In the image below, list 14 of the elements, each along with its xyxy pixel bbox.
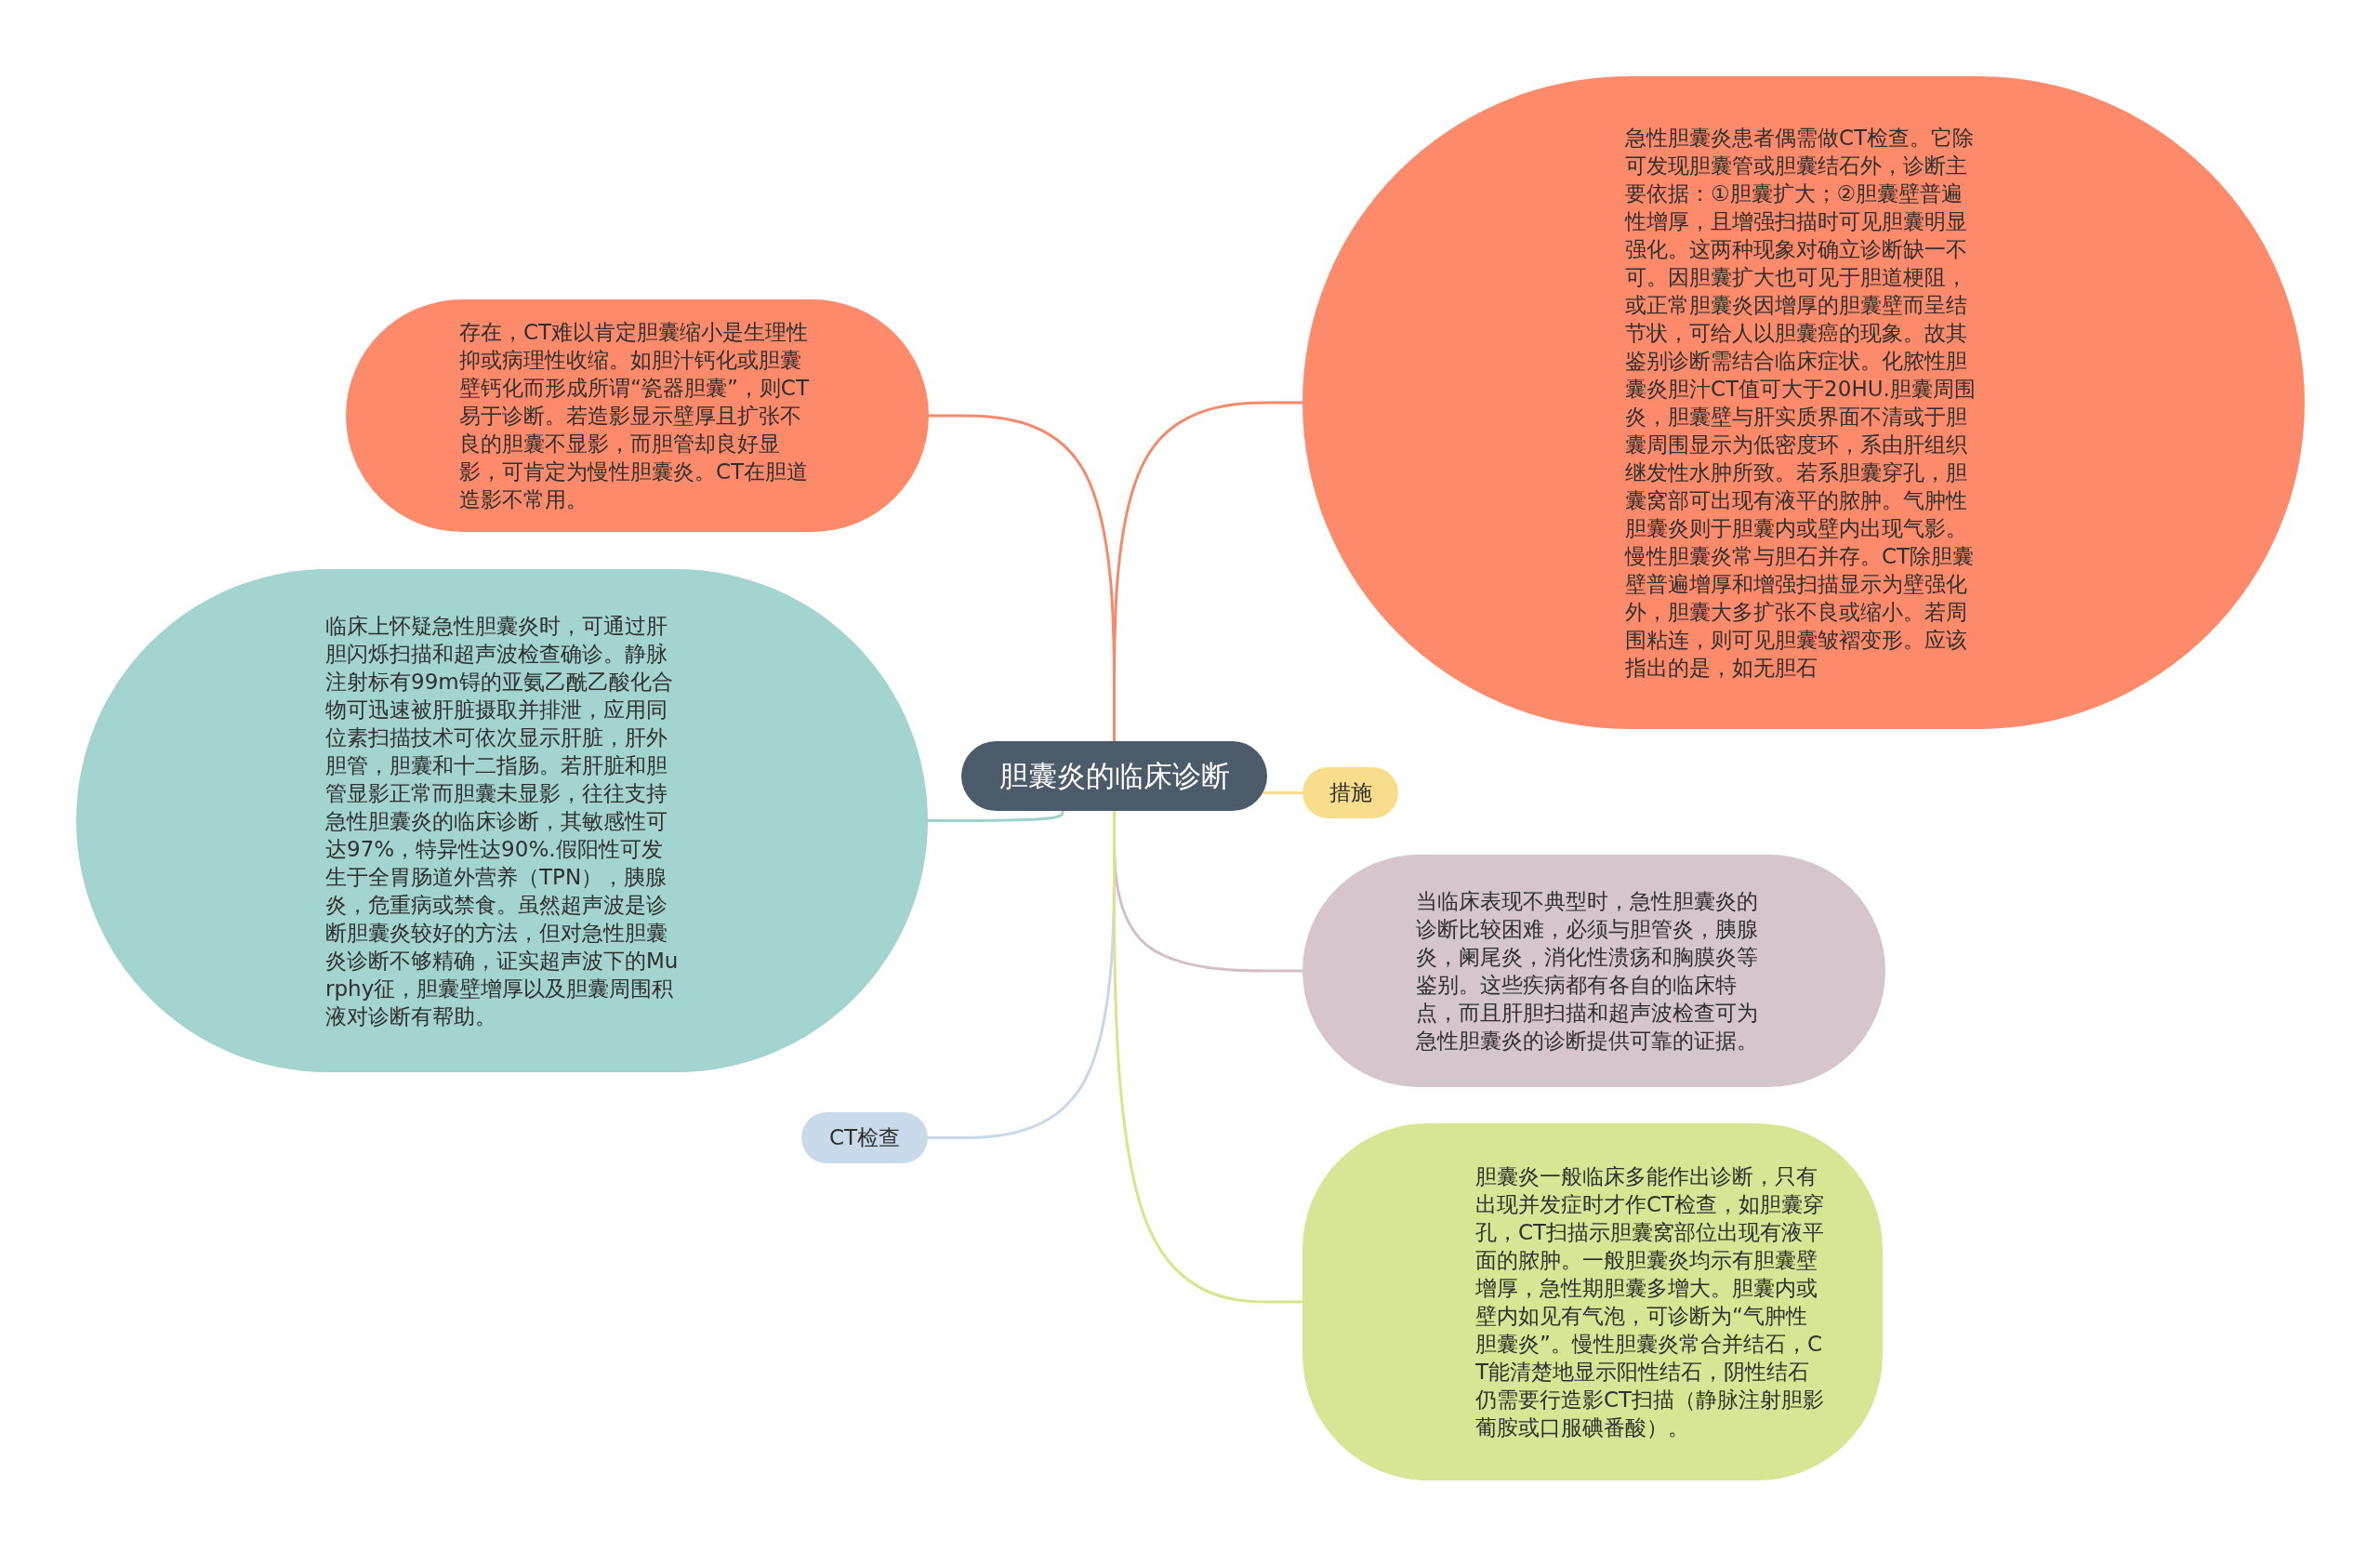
node-text: 临床上怀疑急性胆囊炎时，可通过肝胆闪烁扫描和超声波检查确诊。静脉注射标有99m锝的亚氨乙酰乙酸化合物可迅速被肝脏摄取并排泄，应用同位素扫描技术可依次显示肝脏，肝外胆管，胆囊和十二指肠。若肝脏和胆管显影正常而胆囊未显影，往往支持急性胆囊炎的临床诊断，其敏感性可达97%，特异性达90%.假阳性可发生于全胃肠道外营养（TPN），胰腺炎，危重病或禁食。虽然超声波是诊断胆囊炎较好的方法，但对急性胆囊炎诊断不够精确，证实超声波下的Murphy征，胆囊壁增厚以及胆囊周围积液对诊断有帮助。 (325, 612, 680, 1030)
branch-line (929, 414, 1116, 741)
node-text: 胆囊炎一般临床多能作出诊断，只有出现并发症时才作CT检查，如胆囊穿孔，CT扫描示胆囊窝部位出现有液平面的脓肿。一般胆囊炎均示有胆囊壁增厚，急性期胆囊多增大。胆囊内或壁内如见有气泡，可诊断为“气肿性胆囊炎”。慢性胆囊炎常合并结石，CT能清楚地显示阳性结石，阴性结石仍需要行造影CT扫描（静脉注射胆影葡胺或口服碘番酸）。 (1475, 1163, 1826, 1441)
branch-line (1113, 811, 1302, 1304)
node-text: 急性胆囊炎患者偶需做CT检查。它除可发现胆囊管或胆囊结石外，诊断主要依据：①胆囊扩大；②胆囊壁普遍性增厚，且增强扫描时可见胆囊明显强化。这两种现象对确立诊断缺一不可。因胆囊扩大也可见于胆道梗阻，或正常胆囊炎因增厚的胆囊壁而呈结节状，可给人以胆囊癌的现象。故其鉴别诊断需结合临床症状。化脓性胆囊炎胆汁CT值可大于20HU.胆囊周围炎，胆囊壁与肝实质界面不清或于胆囊周围显示为低密度环，系由肝组织继发性水肿所致。若系胆囊穿孔，胆囊窝部可出现有液平的脓肿。气肿性胆囊炎则于胆囊内或壁内出现气影。慢性胆囊炎常与胆石并存。CT除胆囊壁普遍增厚和增强扫描显示为壁强化外，胆囊大多扩张不良或缩小。若周围粘连，则可见胆囊皱褶变形。应该指出的是，如无胆石 (1625, 125, 1977, 682)
topic-bubble (801, 1112, 928, 1163)
branch-line (928, 810, 1064, 822)
topic-label: CT检查 (828, 1124, 901, 1151)
node-text: 存在，CT难以肯定胆囊缩小是生理性抑或病理性收缩。如胆汁钙化或胆囊壁钙化而形成所谓“瓷器胆囊”，则CT易于诊断。若造影显示壁厚且扩张不良的胆囊不显影，而胆管却良好显影，可肯定为慢性胆囊炎。CT在胆道造影不常用。 (459, 319, 810, 513)
topic-label: 措施 (1329, 779, 1372, 806)
node-text: 当临床表现不典型时，急性胆囊炎的诊断比较困难，必须与胆管炎，胰腺炎，阑尾炎，消化性溃疡和胸膜炎等鉴别。这些疾病都有各自的临床特点，而且肝胆扫描和超声波检查可为急性胆囊炎的诊断提供可靠的证据。 (1416, 888, 1759, 1055)
topic-label: 胆囊炎的临床诊断 (998, 758, 1230, 794)
topic-bubble (1302, 767, 1398, 818)
branch-line (1263, 791, 1302, 794)
